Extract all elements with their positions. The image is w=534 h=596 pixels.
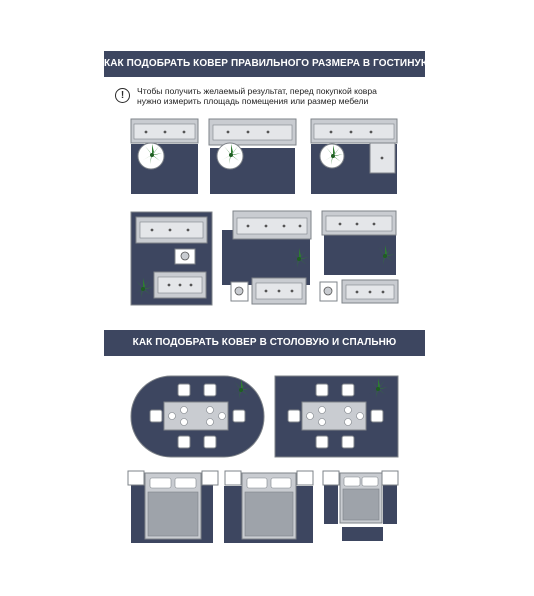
note-line-1: Чтобы получить желаемый результат, перед… (137, 86, 377, 96)
bedroom-layout-2 (224, 470, 314, 543)
measurement-note: Чтобы получить желаемый результат, перед… (137, 86, 417, 106)
living-room-title: КАК ПОДОБРАТЬ КОВЕР ПРАВИЛЬНОГО РАЗМЕРА … (104, 58, 432, 69)
dining-bedroom-banner: КАК ПОДОБРАТЬ КОВЕР В СТОЛОВУЮ И СПАЛЬНЮ (104, 330, 425, 356)
exclamation-circle-icon: ! (115, 88, 130, 103)
living-layout-4 (130, 211, 213, 306)
note-line-2: нужно измерить площадь помещения или раз… (137, 96, 369, 106)
dining-rect-layout (274, 375, 399, 458)
living-layout-6 (319, 210, 399, 304)
bedroom-layout-1 (127, 470, 219, 543)
dining-oval-layout (130, 375, 265, 458)
living-layout-1 (130, 118, 199, 194)
living-layout-3 (310, 118, 398, 194)
living-layout-2 (208, 118, 297, 194)
dining-bedroom-title: КАК ПОДОБРАТЬ КОВЕР В СТОЛОВУЮ И СПАЛЬНЮ (132, 337, 397, 348)
bedroom-layout-3 (322, 470, 399, 541)
living-layout-5 (222, 210, 312, 305)
living-room-banner: КАК ПОДОБРАТЬ КОВЕР ПРАВИЛЬНОГО РАЗМЕРА … (104, 51, 431, 77)
